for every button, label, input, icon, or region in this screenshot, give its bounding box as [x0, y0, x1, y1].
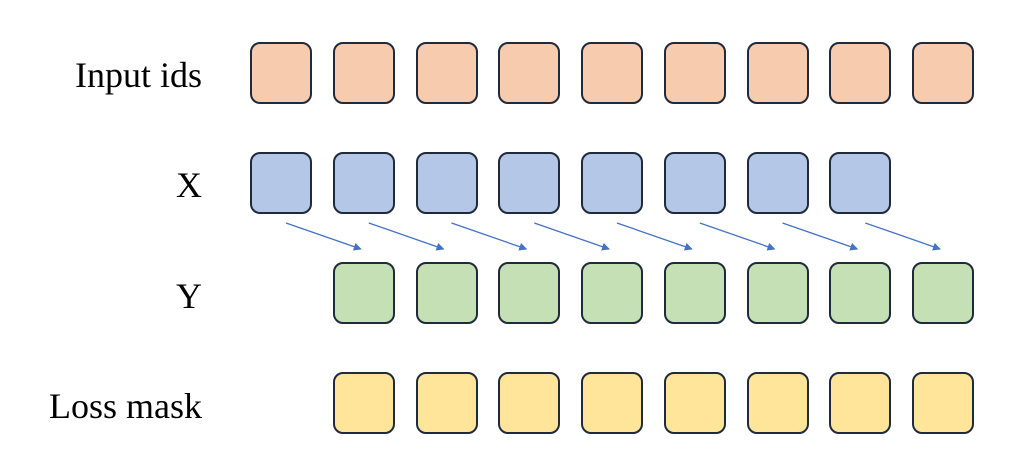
y-token: [912, 262, 974, 324]
loss-token: [498, 372, 560, 434]
input-token: [416, 42, 478, 104]
loss-token: [912, 372, 974, 434]
y-token: [333, 262, 395, 324]
row-label-x: X: [176, 165, 202, 205]
shift-arrow: [699, 222, 776, 251]
shift-arrow: [865, 222, 941, 251]
x-token: [747, 152, 809, 214]
input-token: [581, 42, 643, 104]
input-token: [664, 42, 726, 104]
x-token: [416, 152, 478, 214]
x-token: [581, 152, 643, 214]
shift-arrow: [534, 222, 610, 251]
x-token: [829, 152, 891, 214]
x-token: [664, 152, 726, 214]
input-token: [333, 42, 395, 104]
input-token: [747, 42, 809, 104]
loss-token: [747, 372, 809, 434]
y-token: [416, 262, 478, 324]
input-token: [912, 42, 974, 104]
shift-arrow: [285, 222, 362, 251]
shift-arrow: [451, 222, 528, 251]
y-token: [747, 262, 809, 324]
loss-token: [664, 372, 726, 434]
shift-arrow: [782, 222, 859, 251]
input-token: [250, 42, 312, 104]
row-label-y: Y: [176, 276, 202, 316]
row-label-input-ids: Input ids: [74, 55, 202, 95]
x-token: [250, 152, 312, 214]
y-token: [498, 262, 560, 324]
loss-token: [581, 372, 643, 434]
shift-arrow: [616, 222, 693, 251]
y-token: [829, 262, 891, 324]
row-label-loss-mask: Loss mask: [49, 386, 202, 426]
y-token: [581, 262, 643, 324]
loss-token: [829, 372, 891, 434]
shift-arrow: [368, 222, 445, 251]
x-token: [333, 152, 395, 214]
input-token: [498, 42, 560, 104]
input-token: [829, 42, 891, 104]
y-token: [664, 262, 726, 324]
loss-token: [333, 372, 395, 434]
x-token: [498, 152, 560, 214]
loss-token: [416, 372, 478, 434]
